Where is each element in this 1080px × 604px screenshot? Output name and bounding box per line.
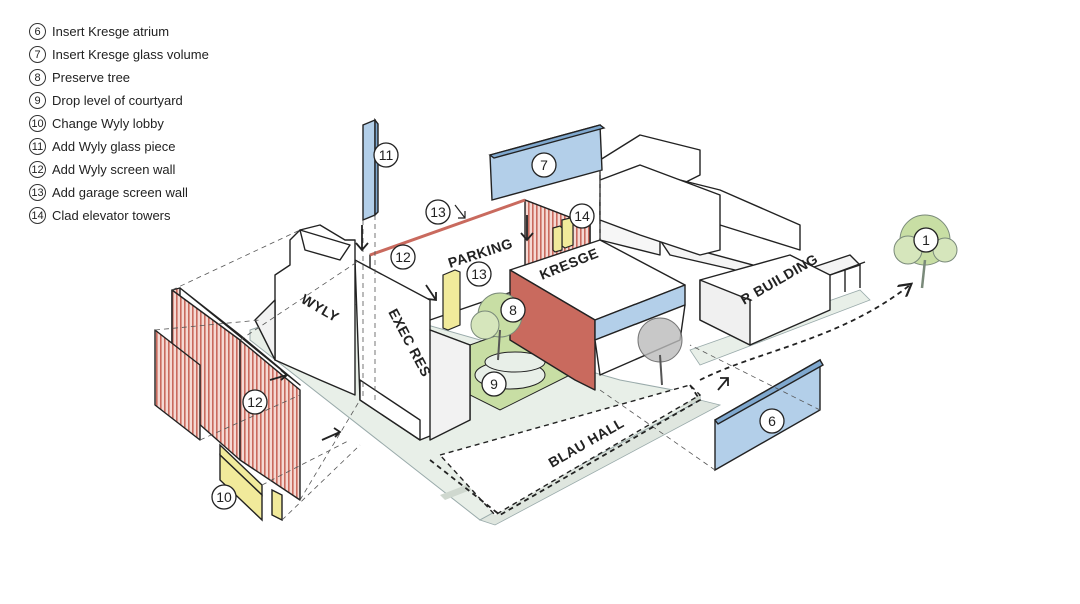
callout-7: 7: [531, 152, 557, 178]
callout-6: 6: [759, 408, 785, 434]
svg-text:14: 14: [574, 208, 590, 224]
legend-number: 10: [29, 115, 46, 132]
legend-item: 9 Drop level of courtyard: [29, 89, 209, 112]
legend-number: 12: [29, 161, 46, 178]
callout-9: 9: [481, 371, 507, 397]
legend-item: 14 Clad elevator towers: [29, 204, 209, 227]
legend-label: Insert Kresge atrium: [52, 24, 170, 39]
preserved-tree: [470, 292, 523, 361]
legend-item: 13 Add garage screen wall: [29, 181, 209, 204]
callout-11: 11: [373, 142, 399, 168]
svg-text:1: 1: [922, 232, 930, 248]
legend-number: 11: [29, 138, 46, 155]
legend-number: 9: [29, 92, 46, 109]
wyly-lobby-pieces: [219, 443, 283, 522]
legend-label: Add Wyly glass piece: [52, 139, 176, 154]
legend-number: 7: [29, 46, 46, 63]
callout-14: 14: [569, 203, 595, 229]
legend-number: 14: [29, 207, 46, 224]
svg-text:8: 8: [509, 302, 517, 318]
legend-label: Drop level of courtyard: [52, 93, 183, 108]
svg-text:13: 13: [430, 204, 446, 220]
legend-label: Add garage screen wall: [52, 185, 188, 200]
callout-10: 10: [211, 484, 237, 510]
svg-text:12: 12: [395, 249, 411, 265]
svg-text:9: 9: [490, 376, 498, 392]
callout-13b: 13: [466, 261, 492, 287]
svg-text:12: 12: [247, 394, 263, 410]
wyly-block: [254, 224, 356, 396]
legend: 6 Insert Kresge atrium 7 Insert Kresge glas…: [29, 20, 209, 227]
legend-item: 7 Insert Kresge glass volume: [29, 43, 209, 66]
direction-arrows: [269, 204, 729, 441]
circulation-path: [429, 285, 910, 517]
callout-12a: 12: [390, 244, 416, 270]
legend-label: Insert Kresge glass volume: [52, 47, 209, 62]
callout-13a: 13: [425, 199, 451, 225]
svg-text:6: 6: [768, 413, 776, 429]
legend-number: 8: [29, 69, 46, 86]
legend-number: 6: [29, 23, 46, 40]
svg-text:7: 7: [540, 157, 548, 173]
legend-number: 13: [29, 184, 46, 201]
legend-item: 8 Preserve tree: [29, 66, 209, 89]
svg-text:13: 13: [471, 266, 487, 282]
blau-hall-footprint: [438, 384, 702, 516]
legend-item: 12 Add Wyly screen wall: [29, 158, 209, 181]
callout-1: 1: [913, 227, 939, 253]
svg-text:10: 10: [216, 489, 232, 505]
callout-8: 8: [500, 297, 526, 323]
legend-item: 6 Insert Kresge atrium: [29, 20, 209, 43]
wyly-screen-walls: [154, 287, 301, 501]
callout-12b: 12: [242, 389, 268, 415]
legend-label: Preserve tree: [52, 70, 131, 85]
r-building-block: [599, 134, 866, 346]
wyly-glass-piece: [362, 117, 379, 222]
legend-item: 11 Add Wyly glass piece: [29, 135, 209, 158]
existing-tree: [637, 317, 683, 386]
legend-label: Change Wyly lobby: [52, 116, 164, 131]
legend-item: 10 Change Wyly lobby: [29, 112, 209, 135]
legend-label: Add Wyly screen wall: [52, 162, 176, 177]
callouts: 1 6 7 8 9 10 11 12 12 13 13 14: [211, 142, 939, 510]
svg-text:11: 11: [379, 147, 394, 163]
legend-label: Clad elevator towers: [52, 208, 171, 223]
